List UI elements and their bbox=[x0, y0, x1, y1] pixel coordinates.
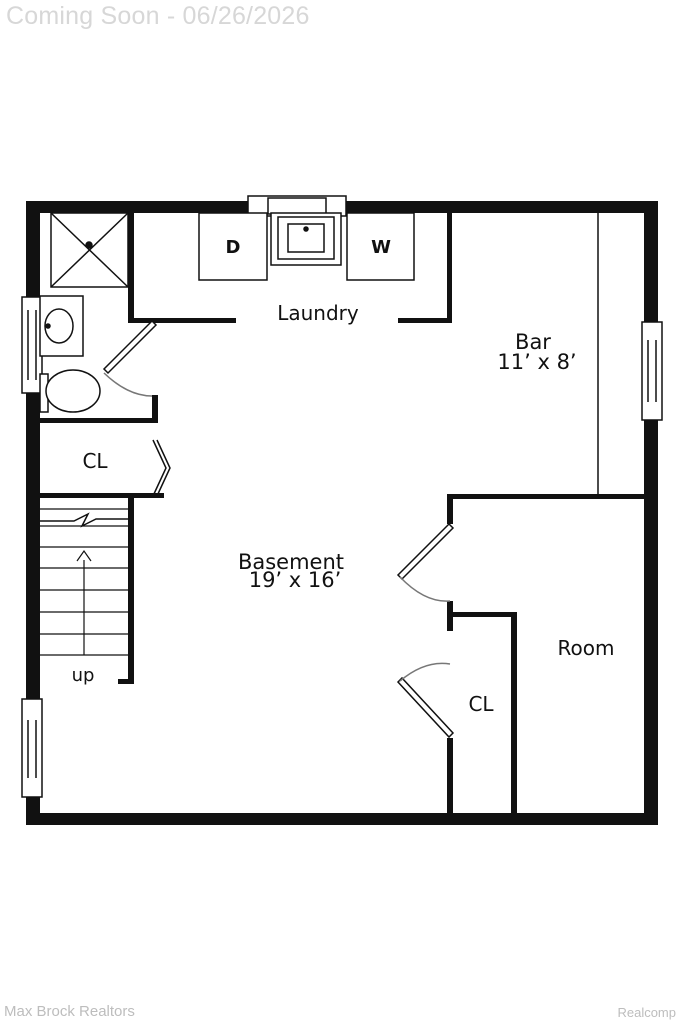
coming-soon-watermark: Coming Soon - 06/26/2026 bbox=[6, 2, 310, 30]
outer-walls bbox=[26, 201, 658, 825]
laundry-label: Laundry bbox=[277, 301, 359, 325]
source-credit: Realcomp bbox=[617, 1005, 676, 1020]
toilet-bowl bbox=[45, 369, 101, 413]
bath-bottom-wall bbox=[40, 418, 158, 423]
window-left-upper bbox=[21, 296, 43, 394]
bottom-wall bbox=[26, 813, 658, 825]
closet-left-bottom-wall bbox=[40, 493, 164, 498]
laundry-right-wall bbox=[447, 213, 452, 323]
brokerage-credit: Max Brock Realtors bbox=[4, 1003, 135, 1020]
doors bbox=[102, 319, 455, 739]
stair-right-wall bbox=[128, 493, 134, 683]
sink-basin bbox=[44, 308, 74, 344]
closet-right-right-wall bbox=[511, 612, 517, 813]
laundry-bottom-wall-left bbox=[128, 318, 236, 323]
closet-right-label: CL bbox=[468, 692, 494, 716]
laundry-fixtures bbox=[198, 212, 415, 281]
stair-stub-wall bbox=[118, 679, 134, 684]
dryer bbox=[198, 212, 268, 281]
bar-dimensions: 11’ x 8’ bbox=[497, 350, 576, 374]
closet-left-label: CL bbox=[82, 449, 108, 473]
washer-label: W bbox=[371, 237, 391, 258]
window-right bbox=[641, 321, 663, 421]
bar-label: Bar bbox=[515, 330, 551, 354]
window-left-lower bbox=[21, 698, 43, 798]
closet-right-left-wall bbox=[447, 738, 453, 813]
dryer-label: D bbox=[226, 237, 241, 258]
room-top-wall bbox=[447, 494, 658, 499]
closet-right-top-wall bbox=[447, 612, 517, 617]
bath-door-jamb bbox=[152, 395, 158, 423]
room-door-jamb-top bbox=[447, 494, 453, 524]
basement-label: Basement bbox=[238, 550, 344, 574]
windows bbox=[21, 195, 663, 798]
bath-laundry-wall bbox=[128, 213, 134, 323]
room-label: Room bbox=[558, 636, 615, 660]
room-labels: Laundry Bar 11’ x 8’ CL Basement 19’ x 1… bbox=[72, 237, 615, 716]
stairs bbox=[40, 508, 128, 656]
window-top bbox=[247, 195, 347, 217]
laundry-bottom-wall-right bbox=[398, 318, 452, 323]
washer bbox=[346, 212, 415, 281]
stairs-up-label: up bbox=[72, 665, 95, 686]
bathroom-fixtures bbox=[39, 212, 129, 413]
stair-arrow-head bbox=[76, 549, 92, 562]
right-wall bbox=[644, 201, 658, 825]
interior-walls bbox=[40, 213, 658, 813]
basement-dimensions: 19’ x 16’ bbox=[249, 568, 342, 592]
